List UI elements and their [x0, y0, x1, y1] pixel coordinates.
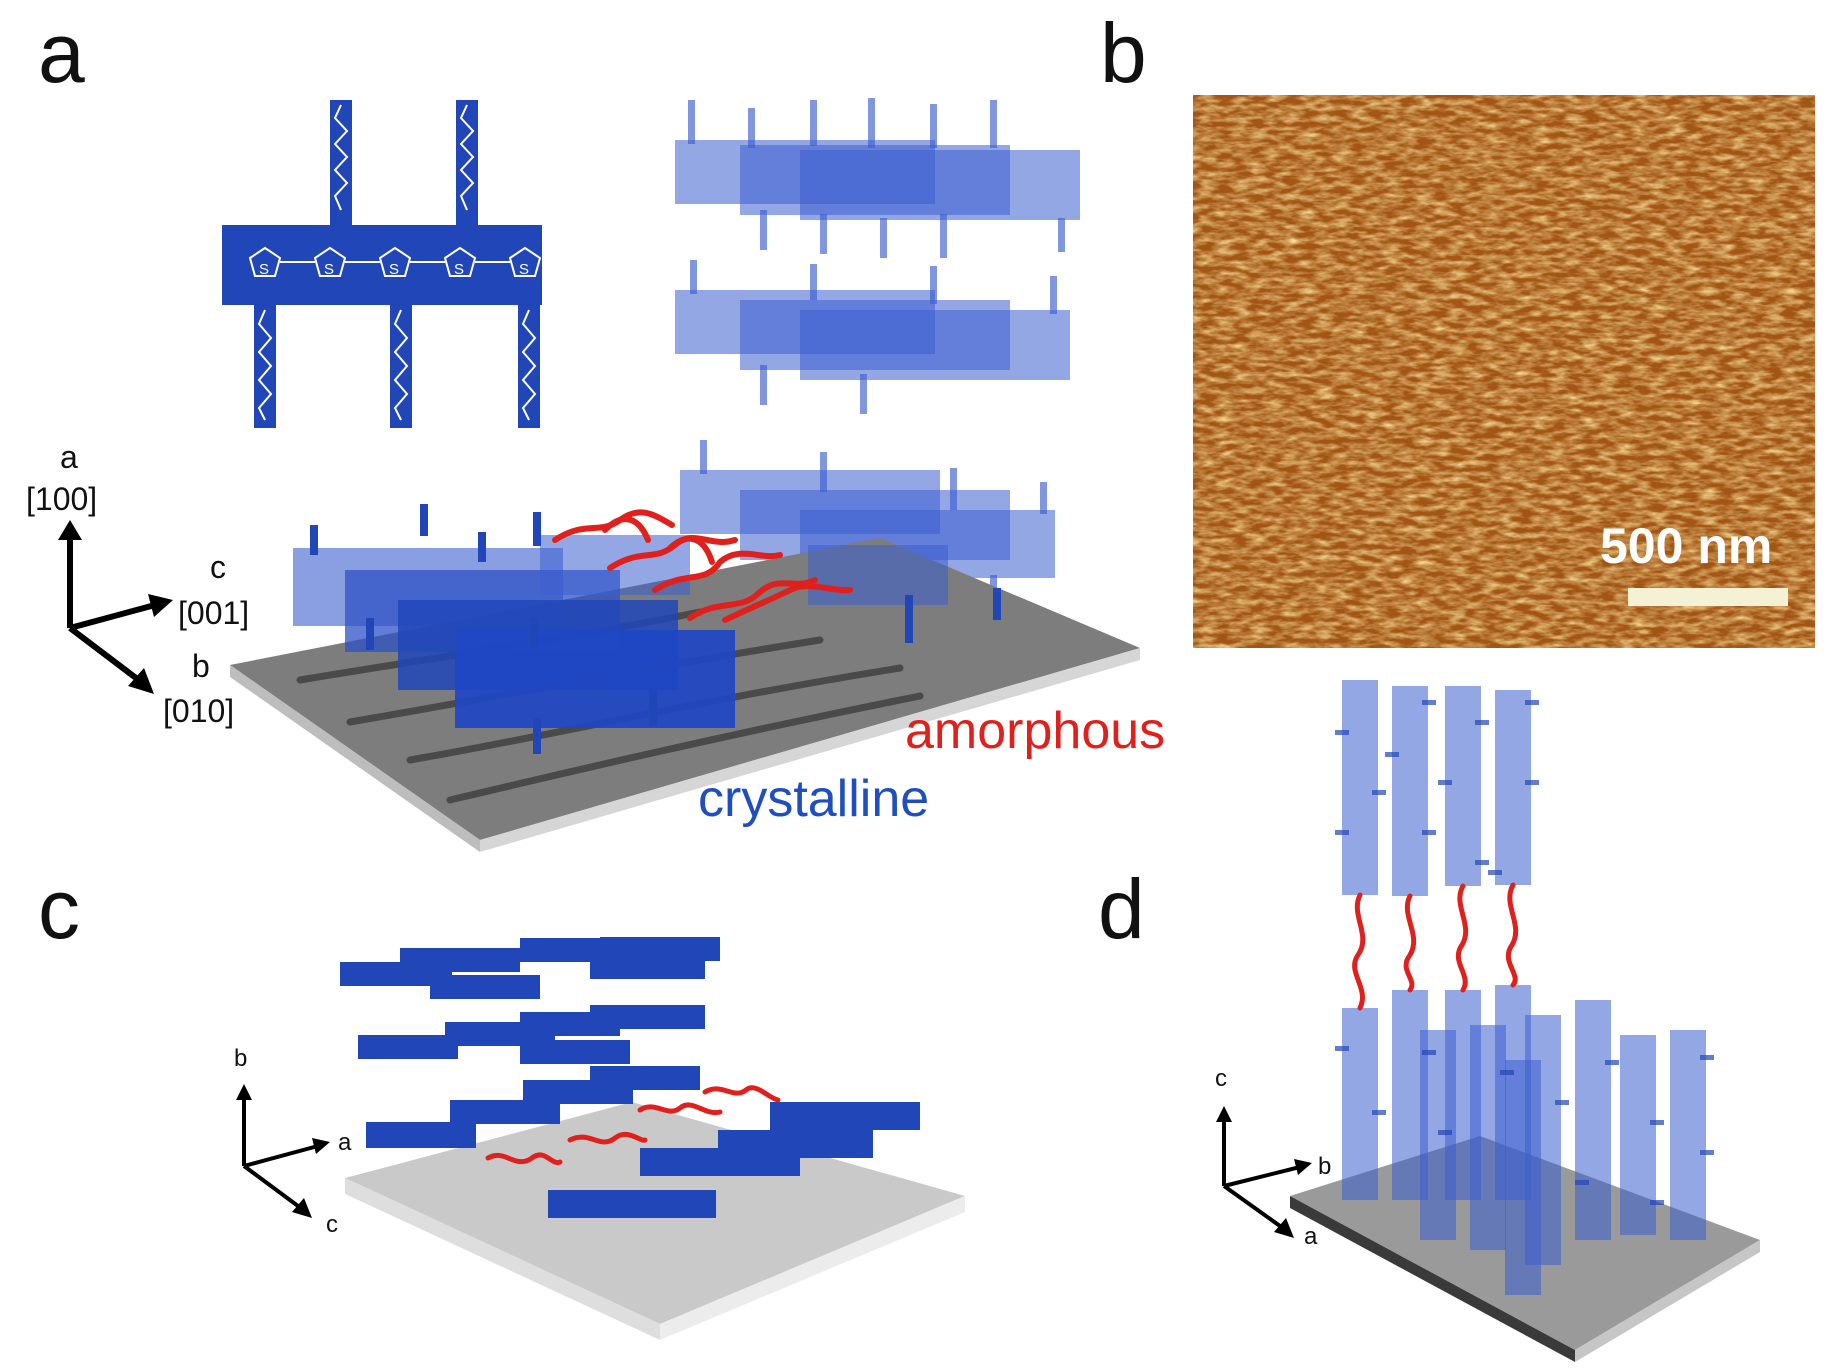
axis-label-a: a: [338, 1129, 352, 1156]
lower-lamellae-d: [1342, 985, 1706, 1295]
axis-label-c: c: [210, 549, 226, 585]
panel-a: a S S: [26, 6, 1165, 852]
sulfur-atom-label: S: [324, 261, 334, 278]
panel-b-letter: b: [1100, 6, 1147, 100]
legend-crystalline: crystalline: [698, 770, 929, 828]
axis-triad-d: [1216, 1106, 1312, 1238]
axis-label-a: a: [60, 439, 78, 475]
axis-label-c: c: [1215, 1065, 1227, 1092]
p3ht-molecule-schematic: S S S S S: [222, 100, 542, 428]
amorphous-tie-chains-d: [1352, 882, 1519, 1011]
upper-lamellae-d: [1342, 680, 1531, 896]
panel-c: c: [38, 862, 965, 1340]
sulfur-atom-label: S: [259, 261, 269, 278]
axis-index-100: [100]: [26, 481, 97, 517]
panel-c-letter: c: [38, 862, 80, 956]
scale-bar: [1628, 588, 1788, 606]
panel-d-letter: d: [1098, 862, 1145, 956]
axis-label-b: b: [1318, 1153, 1331, 1180]
sulfur-atom-label: S: [389, 261, 399, 278]
sulfur-atom-label: S: [454, 261, 464, 278]
amorphous-tie-chains-c: [485, 1085, 781, 1166]
panel-b: b 500 nm: [1100, 6, 1815, 648]
panel-d: d: [1098, 680, 1760, 1362]
legend-amorphous: amorphous: [905, 702, 1165, 760]
axis-label-c: c: [326, 1211, 338, 1238]
panel-a-letter: a: [38, 6, 85, 100]
axis-triad-c: [236, 1084, 330, 1218]
afm-height-image: [1193, 95, 1815, 648]
sulfur-atom-label: S: [519, 261, 529, 278]
axis-label-b: b: [234, 1045, 247, 1072]
scale-bar-label: 500 nm: [1600, 518, 1772, 574]
crystalline-lamellae-c: [340, 937, 920, 1218]
upper-lamellae-stack: [675, 140, 1080, 578]
axis-index-010: [010]: [163, 693, 234, 729]
side-chains-d: [1335, 700, 1714, 1205]
crystalline-lamellae: [293, 535, 948, 728]
axis-label-a: a: [1304, 1223, 1318, 1250]
axis-triad-a: [58, 520, 173, 694]
amorphous-tie-chains: [552, 509, 853, 623]
crystalline-side-chains: [310, 504, 1001, 754]
axis-index-001: [001]: [178, 595, 249, 631]
axis-label-b: b: [192, 648, 210, 684]
